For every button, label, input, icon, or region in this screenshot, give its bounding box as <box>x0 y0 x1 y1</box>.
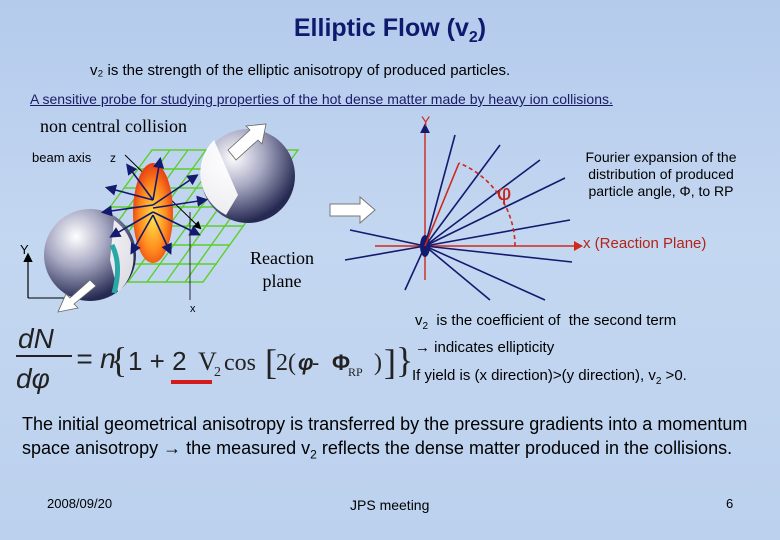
z-axis-label: z <box>110 151 116 165</box>
x-axis-label-left: x <box>190 303 196 315</box>
formula-eq: = n <box>76 343 116 374</box>
slide-title: Elliptic Flow (v2) <box>293 14 487 46</box>
flow-formula: dN dφ = n { 1 + 2 V 2 cos [ 2( φ - Φ RP … <box>16 323 413 394</box>
y-axis-label-left: Y <box>20 242 29 257</box>
fourier-expansion-text: Fourier expansion of the distribution of… <box>585 149 737 199</box>
subtitle: v₂ is the strength of the elliptic aniso… <box>90 62 511 79</box>
beam-axis-label: beam axis <box>32 150 92 165</box>
reaction-plane-label: Reaction plane <box>250 248 314 291</box>
non-central-collision-label: non central collision <box>40 116 187 136</box>
svg-text:}: } <box>396 340 413 380</box>
page-number: 6 <box>726 496 734 511</box>
formula-phi: φ <box>298 350 313 375</box>
formula-minus: - <box>312 350 319 375</box>
formula-two: 2( <box>276 350 296 376</box>
yield-note: If yield is (x direction)>(y direction),… <box>412 367 687 387</box>
formula-v-sub: 2 <box>214 365 221 380</box>
probe-text: A sensitive probe for studying propertie… <box>30 91 613 107</box>
phi-angle-label: φ <box>497 180 512 205</box>
footer-date: 2008/09/20 <box>47 496 113 511</box>
footer-meeting: JPS meeting <box>350 497 430 513</box>
transition-arrow-icon <box>329 195 376 225</box>
formula-one-plus: 1 + 2 <box>128 346 187 376</box>
y-axis-label-right: Y <box>421 113 431 129</box>
almond-overlap-region <box>133 163 173 263</box>
formula-Phi: Φ <box>332 350 350 375</box>
v2-highlight-mark <box>171 380 212 384</box>
formula-lhs-numerator: dN <box>18 323 55 354</box>
formula-lhs-denominator: dφ <box>16 363 50 394</box>
svg-text:]: ] <box>384 342 396 382</box>
formula-v: V <box>198 347 217 376</box>
nucleus-upper <box>200 129 295 223</box>
formula-rp: RP <box>348 365 363 379</box>
x-axis-label-right: x (Reaction Plane) <box>583 235 707 252</box>
v2-coefficient-note: v2 is the coefficient of the second term… <box>415 312 677 356</box>
formula-cos: cos <box>224 350 256 376</box>
svg-text:[: [ <box>265 342 277 382</box>
svg-text:{: { <box>110 340 127 380</box>
formula-close: ) <box>374 350 382 376</box>
anisotropy-explanation: The initial geometrical anisotropy is tr… <box>22 414 748 462</box>
right-arrow-icon: → <box>163 438 182 458</box>
